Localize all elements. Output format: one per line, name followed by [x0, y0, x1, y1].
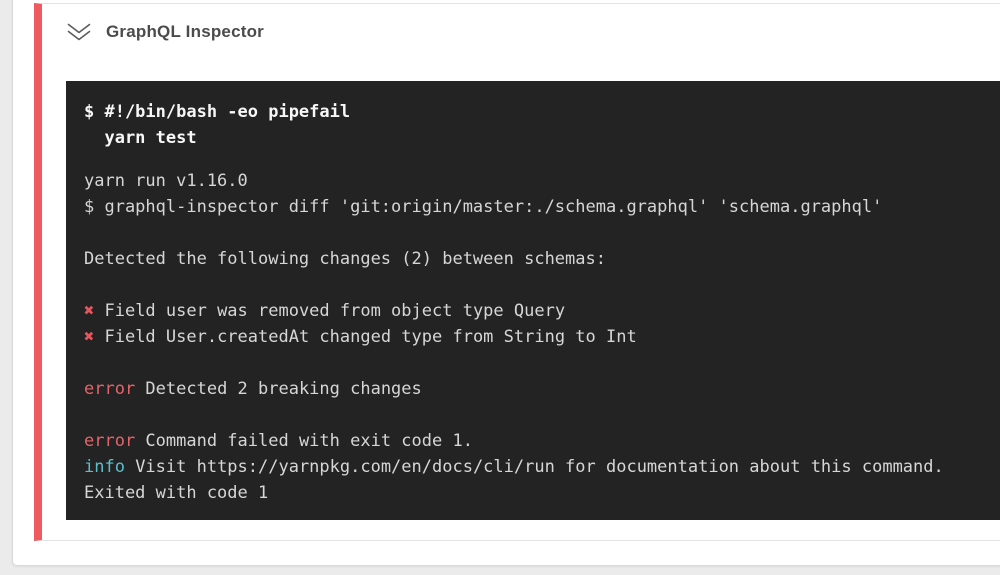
terminal-text: $ #!/bin/bash -eo pipefail: [84, 102, 351, 122]
cross-icon: ✖: [84, 301, 95, 321]
terminal-line: Exited with code 1: [84, 480, 1000, 506]
info-label: info: [84, 457, 125, 477]
terminal-text: Field User.createdAt changed type from S…: [94, 327, 637, 347]
cross-icon: ✖: [84, 327, 95, 347]
step-header-toggle[interactable]: GraphQL Inspector: [65, 18, 264, 46]
error-label: error: [84, 379, 136, 399]
command-block: $ #!/bin/bash -eo pipefail yarn test: [84, 99, 1000, 151]
output-block: yarn run v1.16.0 $ graphql-inspector diff…: [84, 168, 1000, 506]
terminal-text: yarn test: [84, 128, 197, 148]
terminal-text: Visit https://yarnpkg.com/en/docs/cli/ru…: [124, 457, 944, 477]
terminal-text: Detected 2 breaking changes: [135, 379, 422, 399]
terminal-text: $ graphql-inspector diff 'git:origin/mas…: [84, 197, 883, 217]
error-label: error: [84, 431, 136, 451]
terminal-text: Command failed with exit code 1.: [135, 431, 473, 451]
terminal-line: Detected the following changes (2) betwe…: [84, 246, 1000, 272]
terminal-line: yarn test: [84, 125, 1000, 151]
terminal-line: ✖ Field User.createdAt changed type from…: [84, 324, 1000, 350]
terminal-line: error Command failed with exit code 1.: [84, 428, 1000, 454]
terminal-line: ✖ Field user was removed from object typ…: [84, 298, 1000, 324]
terminal-text: Field user was removed from object type …: [94, 301, 566, 321]
terminal-text: yarn run v1.16.0: [84, 171, 248, 191]
console-output: $ #!/bin/bash -eo pipefail yarn test yar…: [66, 81, 1000, 520]
terminal-line: [84, 272, 1000, 298]
terminal-line: yarn run v1.16.0: [84, 168, 1000, 194]
terminal-line: info Visit https://yarnpkg.com/en/docs/c…: [84, 454, 1000, 480]
step-title: GraphQL Inspector: [106, 22, 265, 41]
terminal-text: Exited with code 1: [84, 483, 269, 503]
terminal-line: [84, 220, 1000, 246]
terminal-line: error Detected 2 breaking changes: [84, 376, 1000, 402]
terminal-line: $ #!/bin/bash -eo pipefail: [84, 99, 1000, 125]
terminal-text: Detected the following changes (2) betwe…: [84, 249, 606, 269]
terminal-line: [84, 402, 1000, 428]
double-chevron-down-icon[interactable]: [65, 20, 93, 44]
terminal-line: $ graphql-inspector diff 'git:origin/mas…: [84, 194, 1000, 220]
terminal-line: [84, 350, 1000, 376]
